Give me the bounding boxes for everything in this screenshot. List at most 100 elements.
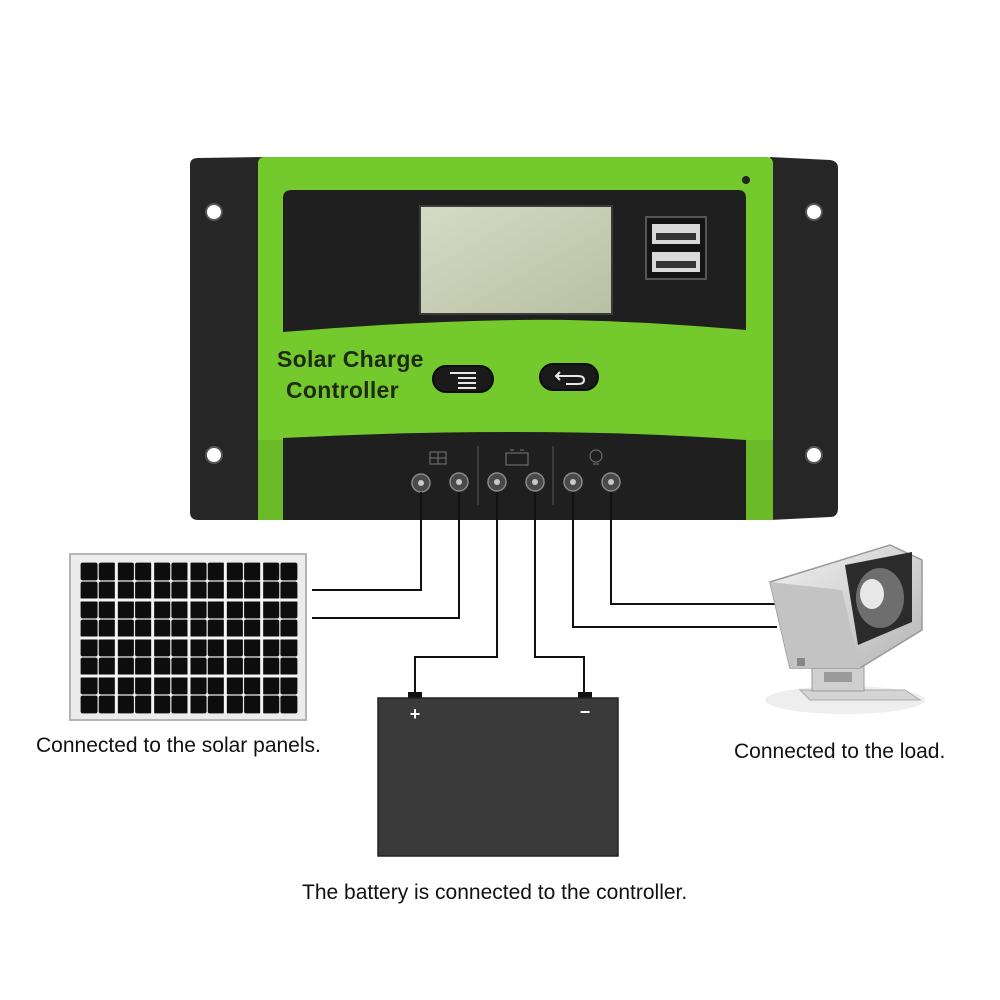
- solar-cell: [280, 581, 298, 600]
- solar-cell: [225, 657, 243, 676]
- battery-terminal-minus: [578, 692, 592, 700]
- solar-cell: [153, 619, 171, 638]
- controller-casing: [190, 157, 265, 520]
- solar-cell: [262, 676, 280, 695]
- solar-cell: [262, 695, 280, 714]
- solar-cell: [207, 695, 225, 714]
- battery-plus-label: +: [410, 704, 421, 724]
- solar-cell: [171, 638, 189, 657]
- solar-cell: [244, 600, 262, 619]
- mount-hole-tr: [805, 203, 823, 221]
- solar-cell: [171, 581, 189, 600]
- lcd-screen: [419, 205, 613, 315]
- brand-line-1: Solar Charge: [277, 346, 424, 372]
- solar-cell: [116, 562, 134, 581]
- terminal-screw-heads: [418, 479, 614, 486]
- solar-cell: [135, 695, 153, 714]
- solar-cell: [153, 581, 171, 600]
- solar-cell: [116, 619, 134, 638]
- solar-cell: [116, 600, 134, 619]
- solar-cell: [225, 619, 243, 638]
- solar-cells: [80, 562, 298, 714]
- solar-cell: [135, 657, 153, 676]
- solar-panel-icon: [429, 451, 447, 465]
- solar-cell: [153, 600, 171, 619]
- solar-cell: [207, 581, 225, 600]
- solar-cell: [244, 619, 262, 638]
- battery-minus-label: −: [580, 702, 591, 722]
- battery-terminal-plus: [408, 692, 422, 700]
- mount-hole-tl: [205, 203, 223, 221]
- solar-cell: [189, 638, 207, 657]
- menu-button[interactable]: [432, 365, 494, 393]
- solar-cell: [116, 695, 134, 714]
- solar-cell: [80, 581, 98, 600]
- solar-cell: [98, 581, 116, 600]
- solar-cell: [80, 638, 98, 657]
- floodlight-bracket-slot: [824, 672, 852, 682]
- solar-cell: [80, 695, 98, 714]
- solar-cell: [80, 657, 98, 676]
- wires: [312, 492, 777, 695]
- return-icon: [554, 371, 586, 385]
- solar-cell: [98, 676, 116, 695]
- solar-cell: [153, 657, 171, 676]
- solar-cell: [262, 562, 280, 581]
- solar-cell: [116, 638, 134, 657]
- solar-cell: [262, 619, 280, 638]
- solar-cell: [280, 600, 298, 619]
- solar-cell: [116, 581, 134, 600]
- solar-cell: [80, 619, 98, 638]
- wire-load-2: [610, 492, 777, 605]
- solar-cell: [98, 657, 116, 676]
- battery-icon: [505, 449, 529, 466]
- solar-cell: [98, 600, 116, 619]
- solar-cell: [171, 657, 189, 676]
- solar-cell: [189, 657, 207, 676]
- solar-cell: [98, 562, 116, 581]
- solar-cell: [189, 695, 207, 714]
- caption-battery: The battery is connected to the controll…: [302, 881, 688, 904]
- solar-cell: [207, 676, 225, 695]
- solar-cell: [207, 657, 225, 676]
- solar-cell: [244, 638, 262, 657]
- battery-body: [377, 697, 619, 857]
- solar-cell: [262, 657, 280, 676]
- solar-cell: [135, 581, 153, 600]
- bulb-icon: [589, 449, 603, 465]
- wire-load-1: [572, 492, 777, 628]
- solar-cell: [153, 695, 171, 714]
- wire-battery-plus: [414, 492, 498, 695]
- charge-controller: [190, 157, 838, 520]
- solar-cell: [225, 695, 243, 714]
- solar-cell: [135, 619, 153, 638]
- solar-cell: [135, 600, 153, 619]
- solar-cell: [171, 695, 189, 714]
- solar-cell: [153, 638, 171, 657]
- solar-cell: [135, 562, 153, 581]
- solar-cell: [207, 619, 225, 638]
- solar-cell: [189, 676, 207, 695]
- solar-cell: [189, 619, 207, 638]
- solar-cell: [189, 600, 207, 619]
- caption-solar: Connected to the solar panels.: [36, 734, 321, 757]
- return-button[interactable]: [539, 363, 599, 391]
- solar-cell: [80, 676, 98, 695]
- solar-cell: [244, 657, 262, 676]
- caption-load: Connected to the load.: [734, 740, 946, 763]
- solar-cell: [280, 619, 298, 638]
- usb-port-icon: [645, 216, 707, 280]
- solar-cell: [225, 600, 243, 619]
- solar-cell: [207, 562, 225, 581]
- solar-cell: [244, 562, 262, 581]
- solar-cell: [189, 581, 207, 600]
- wire-solar-2: [312, 492, 460, 619]
- floodlight-screw: [797, 658, 805, 666]
- status-led: [742, 176, 750, 184]
- battery: + −: [377, 692, 619, 857]
- solar-cell: [116, 676, 134, 695]
- wire-solar-1: [312, 492, 422, 591]
- controller-casing-right: [770, 157, 838, 520]
